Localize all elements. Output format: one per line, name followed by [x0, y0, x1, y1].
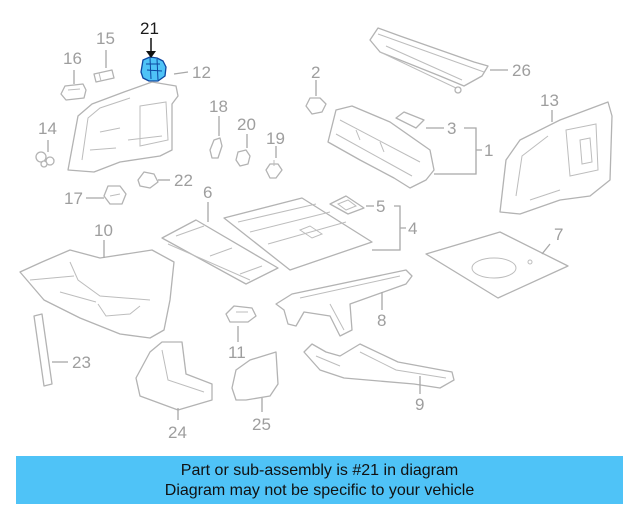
leader-7	[541, 243, 551, 255]
part-18[interactable]	[209, 137, 223, 159]
parts-diagram: 21 16 15 12 2 26 13 14 18 20 19 3 1 17 2…	[19, 19, 613, 442]
bracket-1	[434, 127, 482, 175]
callout-15: 15	[96, 29, 115, 48]
callout-23: 23	[72, 353, 91, 372]
callout-10: 10	[94, 221, 113, 240]
part-17[interactable]	[103, 185, 127, 205]
callout-21: 21	[140, 19, 159, 38]
leader-12	[173, 71, 189, 75]
info-banner: Part or sub-assembly is #21 in diagram D…	[16, 456, 623, 504]
callout-6: 6	[203, 183, 212, 202]
part-21[interactable]	[140, 56, 167, 82]
callout-12: 12	[192, 63, 211, 82]
part-14[interactable]	[35, 151, 55, 168]
callout-20: 20	[237, 115, 256, 134]
part-26[interactable]	[369, 27, 489, 94]
callout-14: 14	[38, 119, 57, 138]
part-11[interactable]	[225, 305, 257, 323]
callout-25: 25	[252, 415, 271, 434]
bracket-4	[372, 205, 406, 251]
callout-19: 19	[266, 129, 285, 148]
part-5[interactable]	[329, 195, 365, 215]
part-12[interactable]	[67, 81, 179, 173]
part-22[interactable]	[137, 171, 159, 189]
part-4[interactable]	[223, 197, 373, 271]
part-24[interactable]	[135, 341, 213, 411]
part-6[interactable]	[161, 219, 279, 285]
callout-5: 5	[376, 197, 385, 216]
callout-13: 13	[540, 91, 559, 110]
part-19[interactable]	[265, 160, 283, 179]
part-10[interactable]	[19, 249, 175, 339]
callout-8: 8	[377, 311, 386, 330]
callout-11: 11	[228, 343, 246, 362]
callout-22: 22	[174, 171, 193, 190]
part-3[interactable]	[395, 111, 425, 129]
part-20[interactable]	[235, 149, 251, 167]
part-13[interactable]	[499, 101, 613, 215]
callout-4: 4	[408, 219, 417, 238]
callout-16: 16	[63, 49, 82, 68]
callout-18: 18	[209, 97, 228, 116]
part-1[interactable]	[327, 105, 435, 189]
part-23[interactable]	[33, 313, 53, 387]
part-15[interactable]	[93, 69, 115, 83]
banner-line-2: Diagram may not be specific to your vehi…	[164, 482, 475, 499]
part-9[interactable]	[303, 343, 455, 389]
part-8[interactable]	[275, 269, 413, 337]
callout-9: 9	[415, 395, 424, 414]
part-16[interactable]	[60, 83, 87, 101]
callout-17: 17	[64, 189, 83, 208]
callout-2: 2	[311, 63, 320, 82]
part-7[interactable]	[425, 231, 569, 299]
part-25[interactable]	[231, 351, 279, 401]
arrowhead-21	[146, 51, 156, 58]
banner-line-1: Part or sub-assembly is #21 in diagram	[180, 462, 459, 479]
callout-26: 26	[512, 61, 531, 80]
callout-3: 3	[447, 119, 456, 138]
callout-24: 24	[168, 423, 187, 442]
callout-1: 1	[484, 141, 493, 160]
callout-7: 7	[554, 225, 563, 244]
part-2[interactable]	[305, 97, 327, 115]
